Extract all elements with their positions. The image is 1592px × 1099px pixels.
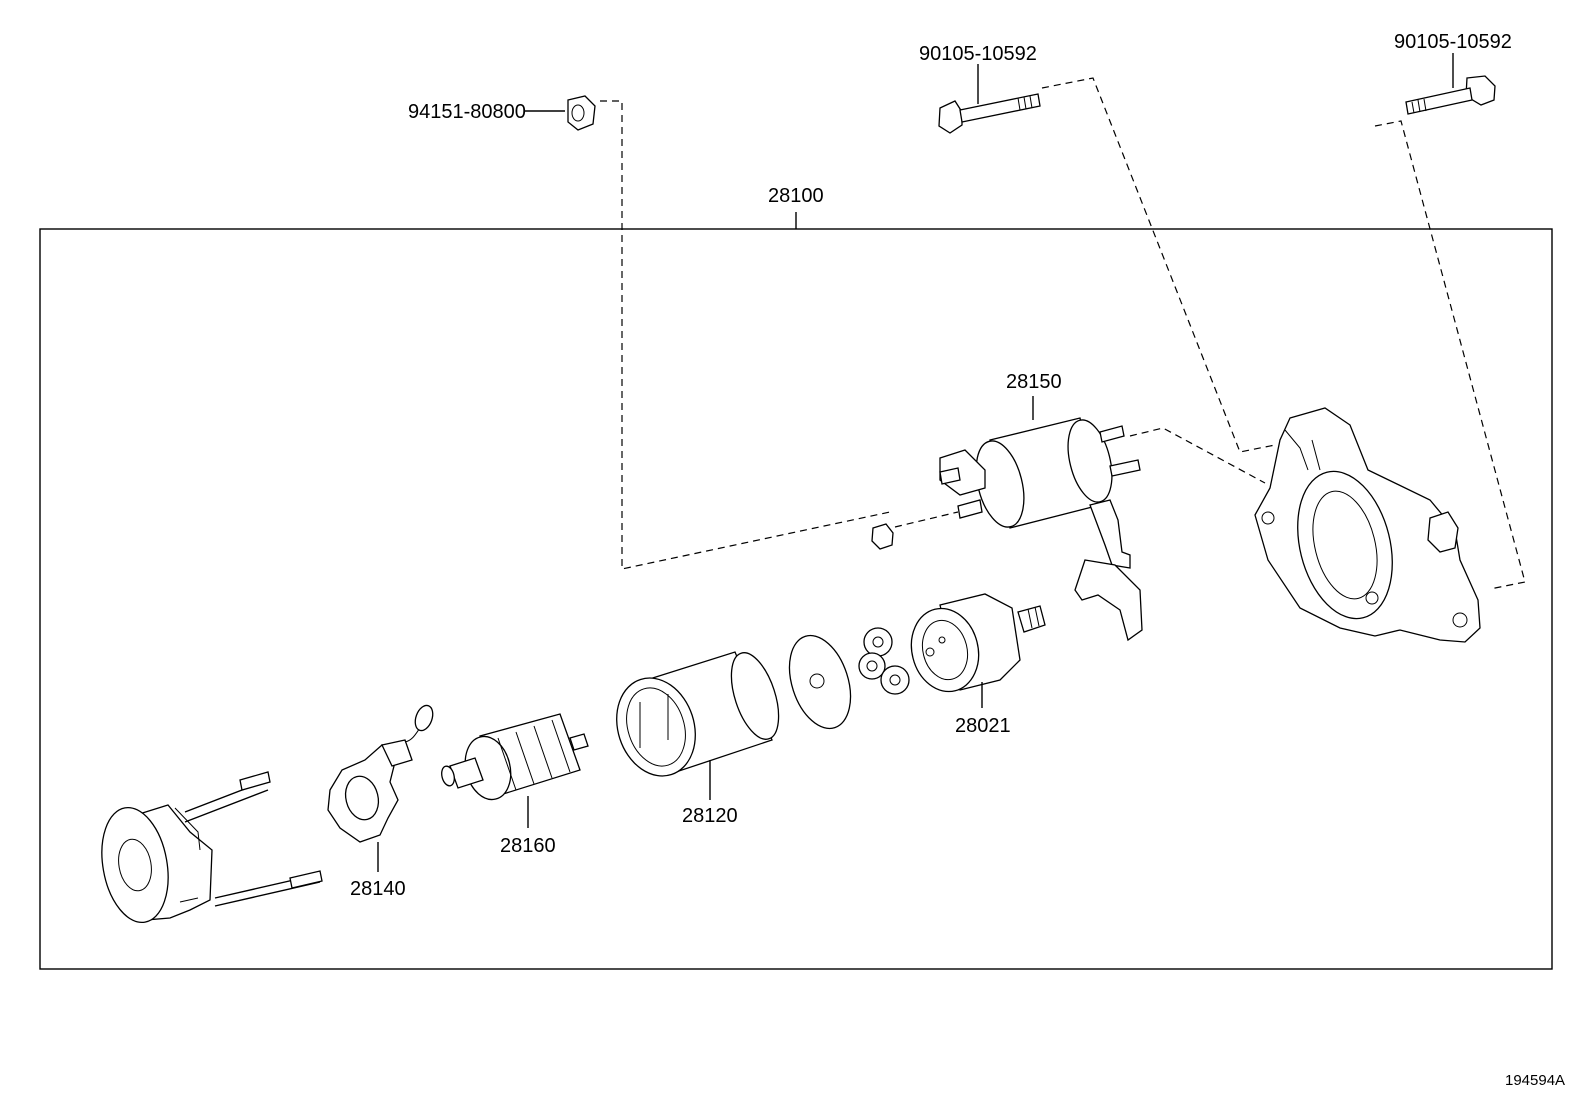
reference-code: 194594A <box>1505 1072 1565 1089</box>
label-28120: 28120 <box>682 805 738 827</box>
drive-housing <box>1254 407 1481 643</box>
brush-holder-28140 <box>327 704 434 872</box>
label-28100: 28100 <box>768 185 824 207</box>
planetary-gears <box>858 627 910 695</box>
label-28021: 28021 <box>955 715 1011 737</box>
yoke-28120 <box>616 651 780 800</box>
guide-solenoid-housing <box>1129 427 1266 484</box>
label-28140: 28140 <box>350 878 406 900</box>
clutch-28021 <box>910 593 1046 708</box>
bolt-90105-10592-upper <box>938 64 1041 134</box>
solenoid-switch-28150 <box>939 396 1143 642</box>
armature-28160 <box>441 713 589 828</box>
bolt-90105-10592-right <box>1405 53 1496 115</box>
commutator-end-cover <box>101 771 323 924</box>
solenoid-nut <box>871 523 894 550</box>
guide-solenoid-nut <box>894 511 959 528</box>
guide-nut-94151 <box>600 100 891 570</box>
label-28160: 28160 <box>500 835 556 857</box>
internal-gear-plate <box>788 634 852 730</box>
guide-bolt-right <box>1374 120 1526 590</box>
label-90105-10592-upper: 90105-10592 <box>919 43 1037 65</box>
guide-bolt-upper <box>1041 77 1276 453</box>
label-28150: 28150 <box>1006 371 1062 393</box>
nut-94151-80800 <box>524 95 596 131</box>
label-94151-80800: 94151-80800 <box>408 101 526 123</box>
label-90105-10592-right: 90105-10592 <box>1394 31 1512 53</box>
